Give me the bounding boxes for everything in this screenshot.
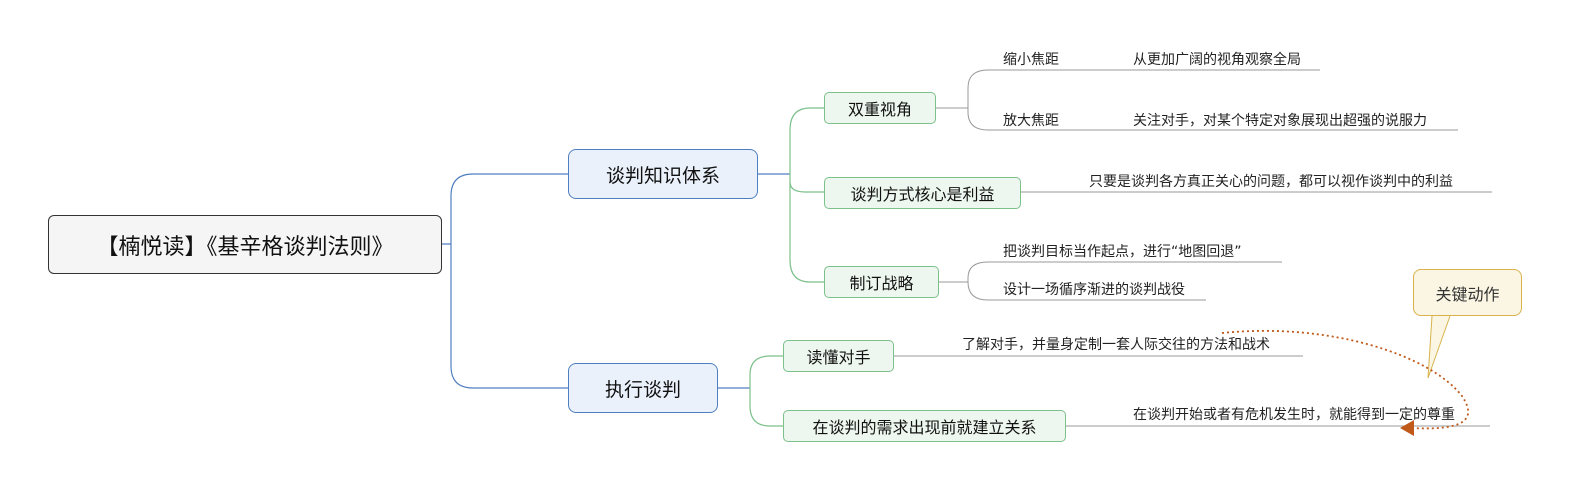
callout-pointer (1427, 315, 1451, 379)
topic-execute-negotiation[interactable]: 执行谈判 (568, 363, 718, 413)
subtopic-label: 谈判方式核心是利益 (850, 185, 995, 204)
connector-zoom-in (967, 108, 1100, 131)
leaf-campaign[interactable]: 设计一场循序渐进的谈判战役 (1003, 282, 1185, 298)
connector-strategy (789, 182, 825, 283)
leaf-map-backward[interactable]: 把谈判目标当作起点，进行“地图回退” (1003, 244, 1242, 260)
connector-root-execute (450, 244, 569, 389)
connector-read-opponent (749, 355, 784, 388)
subtopic-strategy[interactable]: 制订战略 (824, 266, 939, 298)
subtopic-interest-core[interactable]: 谈判方式核心是利益 (824, 177, 1021, 209)
topic-label: 执行谈判 (604, 378, 681, 401)
subtopic-label: 双重视角 (847, 100, 912, 119)
leaf-relationship-desc[interactable]: 在谈判开始或者有危机发生时，就能得到一定的尊重 (1133, 407, 1455, 423)
connector-strategy-1 (939, 261, 1282, 283)
leaf-zoom-in-desc[interactable]: 关注对手，对某个特定对象展现出超强的说服力 (1133, 113, 1427, 129)
leaf-read-opponent-desc[interactable]: 了解对手，并量身定制一套人际交往的方法和战术 (962, 337, 1270, 353)
subtopic-build-relationship[interactable]: 在谈判的需求出现前就建立关系 (783, 410, 1066, 442)
leaf-zoom-in[interactable]: 放大焦距 (1003, 113, 1059, 129)
subtopic-label: 在谈判的需求出现前就建立关系 (812, 418, 1037, 437)
leaf-connectors (894, 69, 1492, 427)
topic-label: 谈判知识体系 (605, 164, 720, 187)
root-connectors (441, 173, 790, 389)
connector-zoom-out (936, 69, 1100, 109)
subtopic-dual-view[interactable]: 双重视角 (824, 92, 936, 124)
callout-label: 关键动作 (1435, 284, 1500, 304)
connector-interest (789, 174, 825, 193)
leaf-zoom-out-desc[interactable]: 从更加广阔的视角观察全局 (1133, 52, 1301, 68)
relation-arrowhead (1400, 420, 1414, 436)
branch-connectors (749, 107, 825, 427)
subtopic-read-opponent[interactable]: 读懂对手 (783, 340, 894, 372)
connector-relationship (749, 388, 784, 427)
subtopic-label: 制订战略 (849, 274, 914, 293)
relation-arrow (1221, 329, 1469, 430)
connector-dual-view (789, 107, 825, 174)
subtopic-label: 读懂对手 (806, 348, 871, 367)
callout-key-action[interactable]: 关键动作 (1413, 269, 1522, 316)
leaf-interest-desc[interactable]: 只要是谈判各方真正关心的问题，都可以视作谈判中的利益 (1089, 174, 1453, 190)
root-topic[interactable]: 【楠悦读】《基辛格谈判法则》 (48, 215, 442, 274)
root-topic-label: 【楠悦读】《基辛格谈判法则》 (96, 234, 394, 260)
connector-root-knowledge (441, 173, 569, 245)
leaf-zoom-out[interactable]: 缩小焦距 (1003, 52, 1059, 68)
topic-knowledge-system[interactable]: 谈判知识体系 (568, 149, 758, 199)
connector-strategy-2 (967, 281, 1206, 301)
